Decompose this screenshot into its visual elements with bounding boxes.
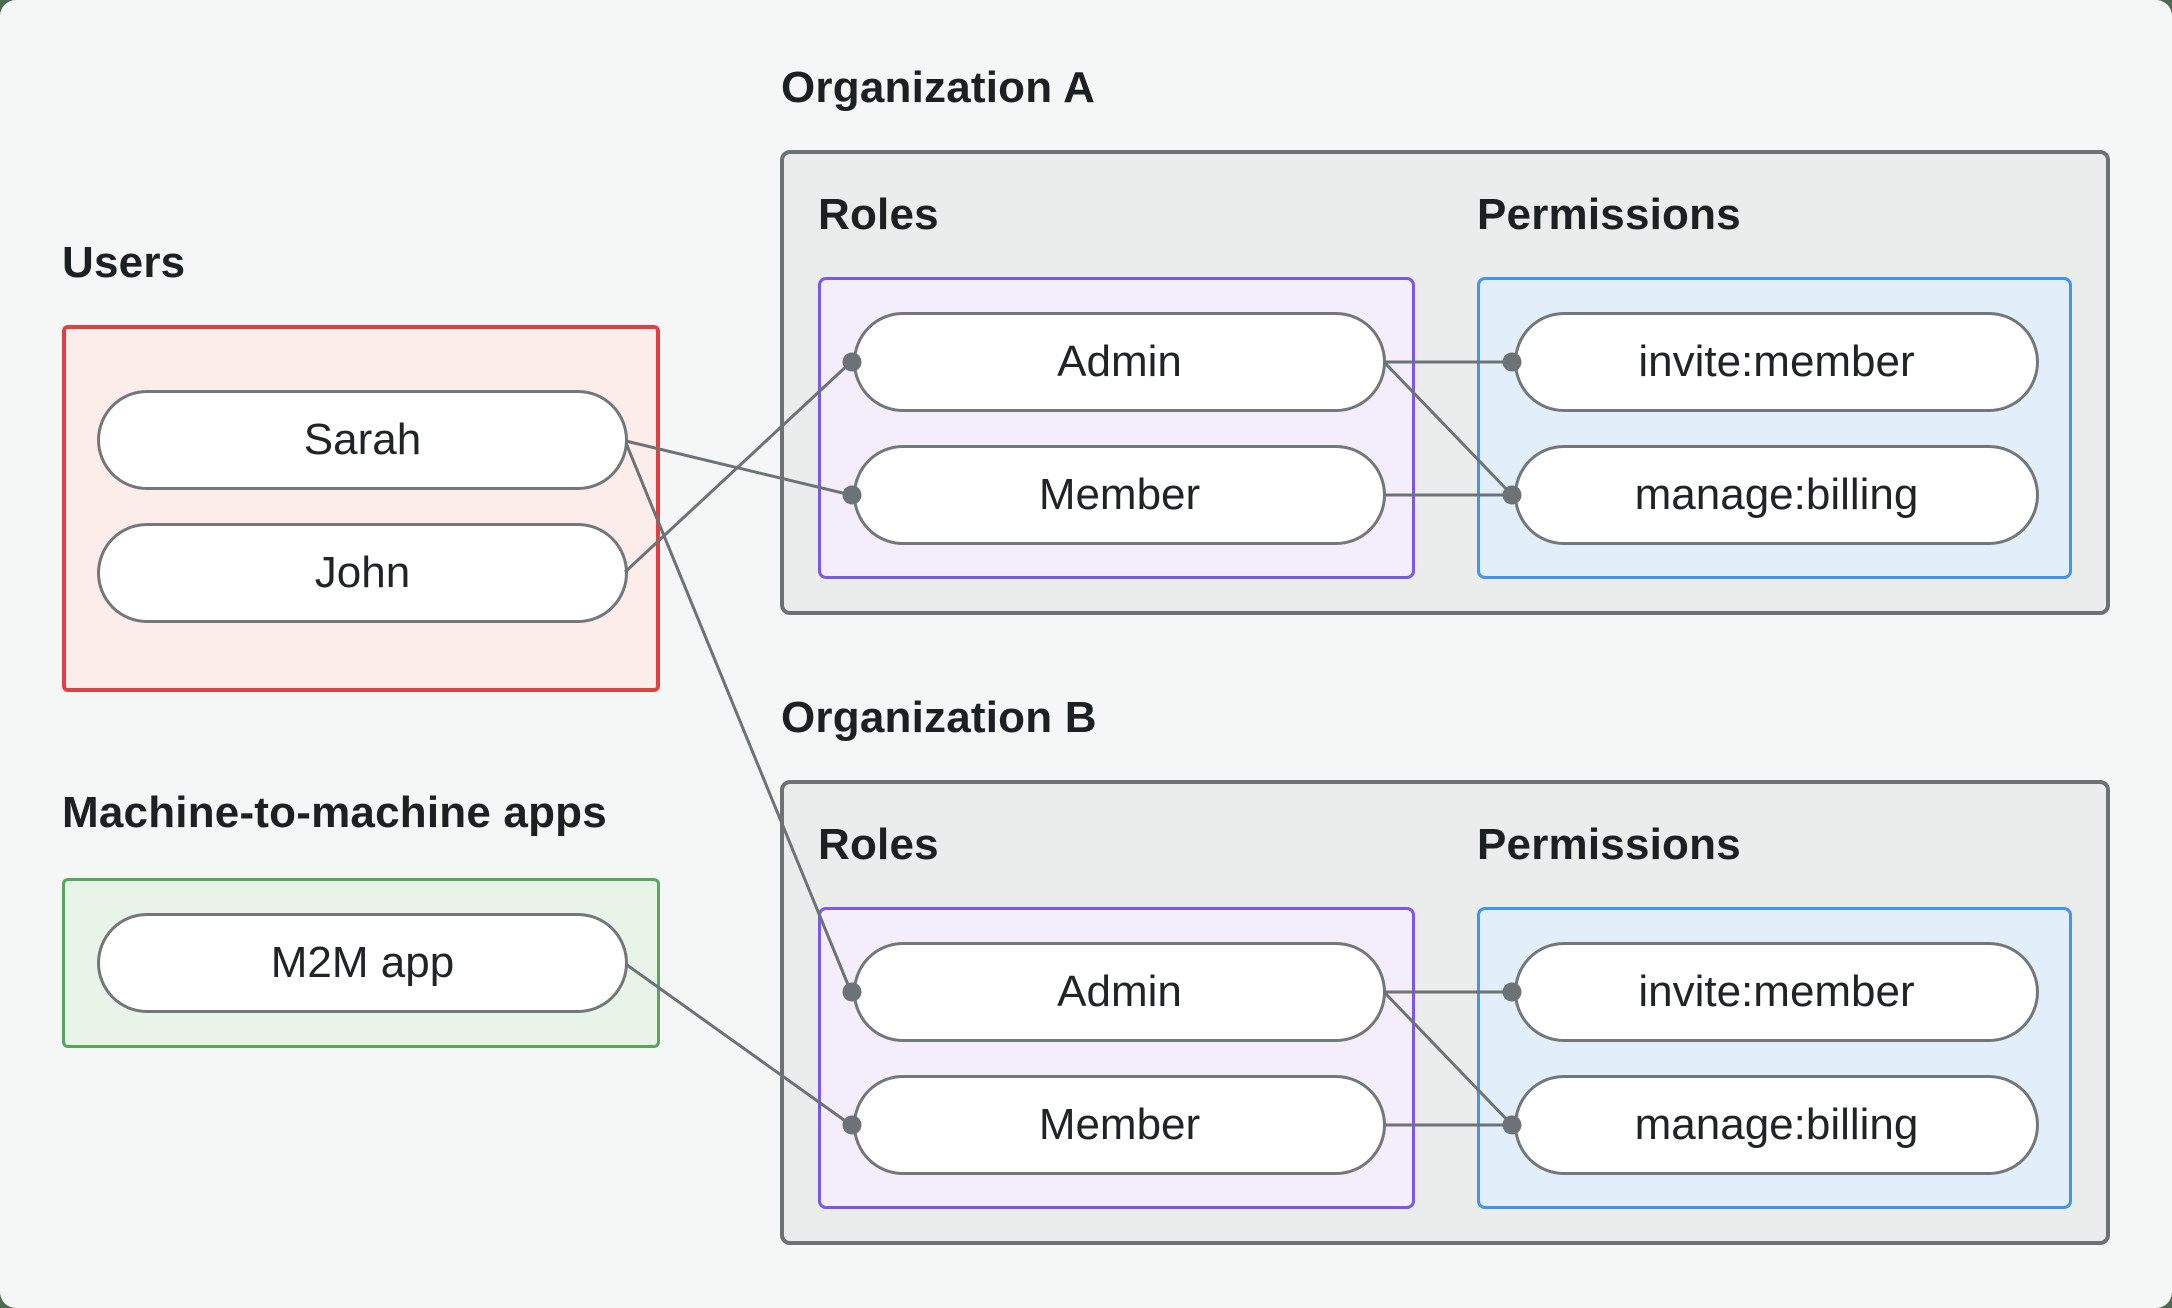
org-b-permissions-label: Permissions	[1477, 820, 1741, 869]
node-manage-billing-org-a: manage:billing	[1514, 445, 2039, 545]
users-group-box	[62, 325, 660, 692]
node-member-org-b: Member	[853, 1075, 1386, 1175]
node-admin-org-a-label: Admin	[1057, 337, 1182, 386]
node-john-label: John	[314, 548, 411, 597]
org-b-roles-label: Roles	[818, 820, 939, 869]
node-member-org-b-label: Member	[1038, 1100, 1201, 1149]
node-invite-member-org-b: invite:member	[1514, 942, 2039, 1042]
node-john: John	[97, 523, 628, 623]
org-b-title: Organization B	[781, 693, 1097, 742]
node-manage-billing-org-b: manage:billing	[1514, 1075, 2039, 1175]
users-section-label: Users	[62, 238, 186, 287]
node-invite-member-org-a-label: invite:member	[1638, 337, 1915, 386]
node-manage-billing-org-a-label: manage:billing	[1634, 470, 1919, 519]
org-a-roles-label: Roles	[818, 190, 939, 239]
node-m2m-app: M2M app	[97, 913, 628, 1013]
m2m-section-label: Machine-to-machine apps	[62, 788, 607, 837]
node-admin-org-b-label: Admin	[1057, 967, 1182, 1016]
node-member-org-a-label: Member	[1038, 470, 1201, 519]
node-member-org-a: Member	[853, 445, 1386, 545]
node-sarah-label: Sarah	[303, 415, 422, 464]
node-invite-member-org-b-label: invite:member	[1638, 967, 1915, 1016]
node-m2m-app-label: M2M app	[270, 938, 455, 987]
node-admin-org-a: Admin	[853, 312, 1386, 412]
org-a-permissions-label: Permissions	[1477, 190, 1741, 239]
node-invite-member-org-a: invite:member	[1514, 312, 2039, 412]
node-manage-billing-org-b-label: manage:billing	[1634, 1100, 1919, 1149]
node-sarah: Sarah	[97, 390, 628, 490]
org-a-title: Organization A	[781, 63, 1096, 112]
node-admin-org-b: Admin	[853, 942, 1386, 1042]
